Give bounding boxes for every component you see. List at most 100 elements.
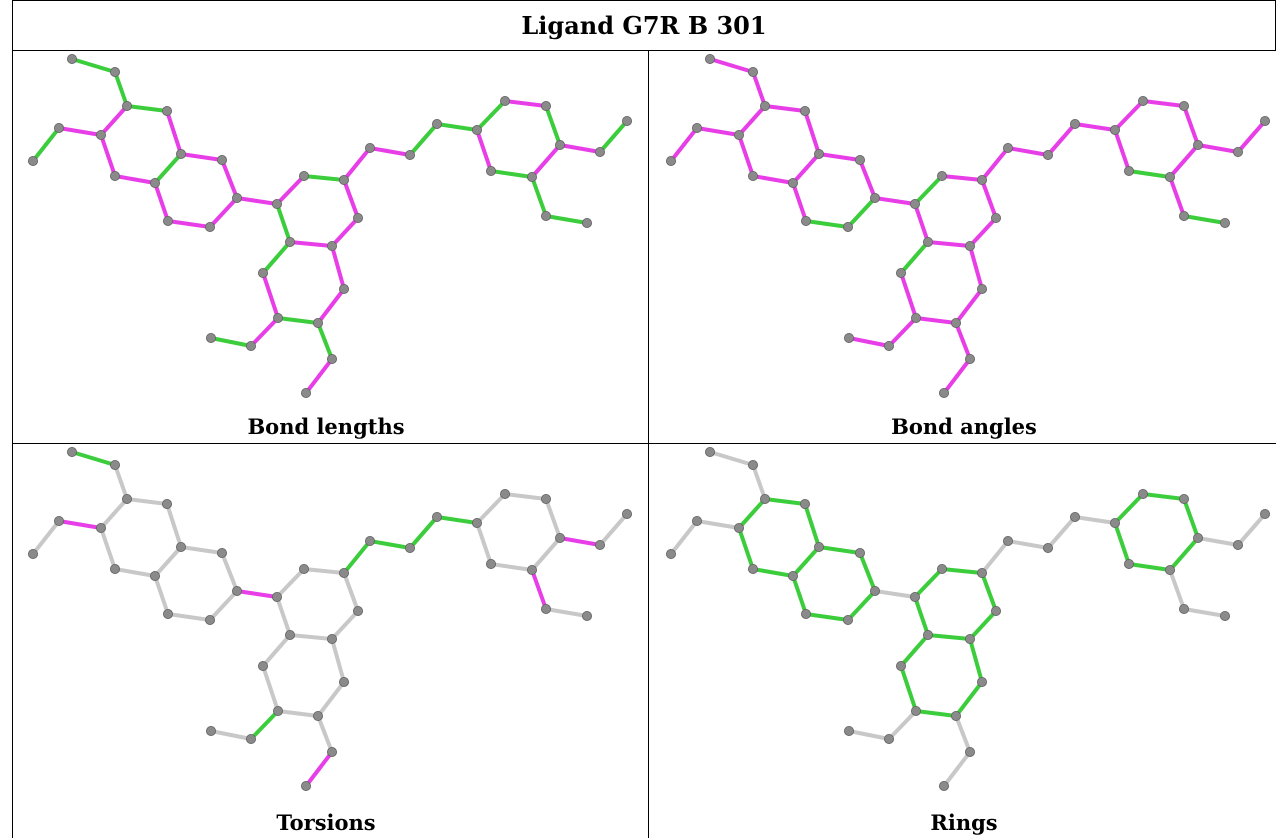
- atom-b2: [231, 192, 242, 203]
- atom-s4: [665, 155, 676, 166]
- atom-a6: [734, 522, 745, 533]
- atom-e1: [1002, 535, 1013, 546]
- panel-rings: Rings: [665, 447, 1271, 835]
- atom-a4: [787, 177, 798, 188]
- atom-d2: [950, 317, 961, 328]
- atom-a3: [175, 148, 186, 159]
- atom-s5: [964, 353, 975, 364]
- atom-c3: [976, 567, 987, 578]
- atom-e5: [499, 489, 510, 500]
- atom-e6: [541, 494, 552, 505]
- atom-a1: [122, 494, 133, 505]
- panel-bond-angles: Bond angles: [665, 54, 1271, 439]
- atom-e9: [1123, 558, 1134, 569]
- atom-s3: [692, 516, 703, 527]
- atom-a3: [175, 541, 186, 552]
- atom-e4: [1109, 518, 1120, 529]
- atom-e5: [499, 96, 510, 107]
- atom-c2: [936, 170, 947, 181]
- atom-c2: [936, 563, 947, 574]
- atom-d3: [910, 705, 921, 716]
- atom-d4: [257, 267, 268, 278]
- atom-a5: [110, 170, 121, 181]
- atom-s2: [67, 54, 78, 65]
- atom-c5: [964, 633, 975, 644]
- atom-s12: [1220, 217, 1231, 228]
- atom-a6: [96, 129, 107, 140]
- atom-b1: [216, 154, 227, 165]
- atom-s1: [748, 67, 759, 78]
- atom-s7: [245, 340, 256, 351]
- atom-s10: [1260, 116, 1271, 127]
- atom-s10: [622, 116, 633, 127]
- atom-c6: [284, 236, 295, 247]
- atom-s9: [1233, 539, 1244, 550]
- molecule-diagram: [665, 54, 1271, 398]
- atom-s3: [692, 123, 703, 134]
- atom-c4: [352, 605, 363, 616]
- atom-e2: [404, 149, 415, 160]
- atom-e7: [1193, 139, 1204, 150]
- atom-c4: [990, 605, 1001, 616]
- atom-c6: [922, 236, 933, 247]
- atom-b4: [162, 608, 173, 619]
- atom-a3: [813, 148, 824, 159]
- atom-d4: [895, 660, 906, 671]
- atom-s6: [938, 387, 949, 398]
- atom-b4: [800, 215, 811, 226]
- atom-a2: [799, 106, 810, 117]
- atom-s8: [843, 725, 854, 736]
- atom-a1: [122, 101, 133, 112]
- panel-bond-lengths: Bond lengths: [27, 54, 633, 439]
- atom-s3: [54, 123, 65, 134]
- atom-d2: [950, 710, 961, 721]
- atom-s10: [622, 509, 633, 520]
- atom-e2: [1042, 542, 1053, 553]
- atom-e1: [1002, 142, 1013, 153]
- atom-e3: [431, 119, 442, 130]
- atom-e4: [471, 125, 482, 136]
- atom-s9: [1233, 146, 1244, 157]
- atom-c2: [298, 563, 309, 574]
- atom-e3: [1069, 512, 1080, 523]
- atom-c3: [338, 567, 349, 578]
- atom-b1: [216, 547, 227, 558]
- atom-b4: [162, 215, 173, 226]
- atom-d4: [895, 267, 906, 278]
- atom-b3: [842, 614, 853, 625]
- atom-d1: [338, 676, 349, 687]
- atom-layer: [665, 54, 1271, 398]
- atom-c6: [922, 629, 933, 640]
- atom-e1: [364, 535, 375, 546]
- atom-e2: [404, 542, 415, 553]
- atom-e9: [485, 558, 496, 569]
- atom-s3: [54, 516, 65, 527]
- atom-e8: [527, 171, 538, 182]
- atom-s11: [541, 210, 552, 221]
- atom-e6: [1179, 101, 1190, 112]
- atom-s5: [326, 353, 337, 364]
- atom-a5: [748, 563, 759, 574]
- atom-e6: [1179, 494, 1190, 505]
- atom-layer: [27, 447, 633, 791]
- atom-e3: [431, 512, 442, 523]
- atom-c1: [909, 591, 920, 602]
- atom-a5: [748, 170, 759, 181]
- atom-c1: [271, 198, 282, 209]
- atom-d1: [976, 676, 987, 687]
- atom-b3: [842, 221, 853, 232]
- atom-a5: [110, 563, 121, 574]
- atom-d2: [312, 710, 323, 721]
- atom-e4: [1109, 125, 1120, 136]
- atom-s1: [110, 460, 121, 471]
- atom-d2: [312, 317, 323, 328]
- atom-a2: [161, 499, 172, 510]
- atom-c5: [326, 240, 337, 251]
- atom-s6: [300, 780, 311, 791]
- page-title: Ligand G7R B 301: [521, 11, 766, 40]
- atom-b2: [869, 192, 880, 203]
- atom-s11: [1179, 210, 1190, 221]
- atom-e8: [1165, 564, 1176, 575]
- atom-s8: [843, 332, 854, 343]
- atom-e8: [527, 564, 538, 575]
